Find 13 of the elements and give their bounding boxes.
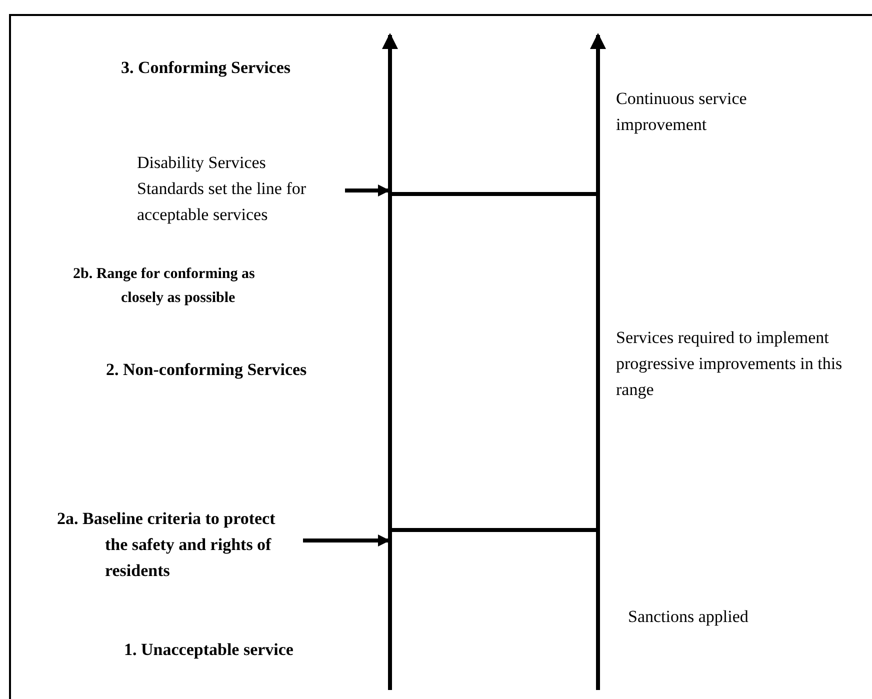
ladder-rung: [390, 528, 598, 532]
baseline-note: 2a. Baseline criteria to protect the safety and rights of residents: [57, 506, 303, 584]
arrow: [345, 184, 390, 196]
range-note: Continuous service improvement: [616, 88, 748, 136]
level-heading: 3. Conforming Services: [121, 57, 292, 79]
level-heading: 1. Unacceptable service: [124, 639, 294, 661]
standards-note: Disability Services Standards set the line for acceptable services: [137, 150, 345, 228]
range-note: Services required to implement progressive improvements in this range: [616, 327, 844, 401]
ladder-rung: [390, 192, 598, 196]
range-note: Sanctions applied: [628, 606, 750, 628]
level-heading: 2. Non-conforming Services: [106, 359, 308, 381]
range-heading: 2b. Range for conforming as closely as possible: [73, 265, 256, 308]
arrow: [303, 534, 390, 546]
